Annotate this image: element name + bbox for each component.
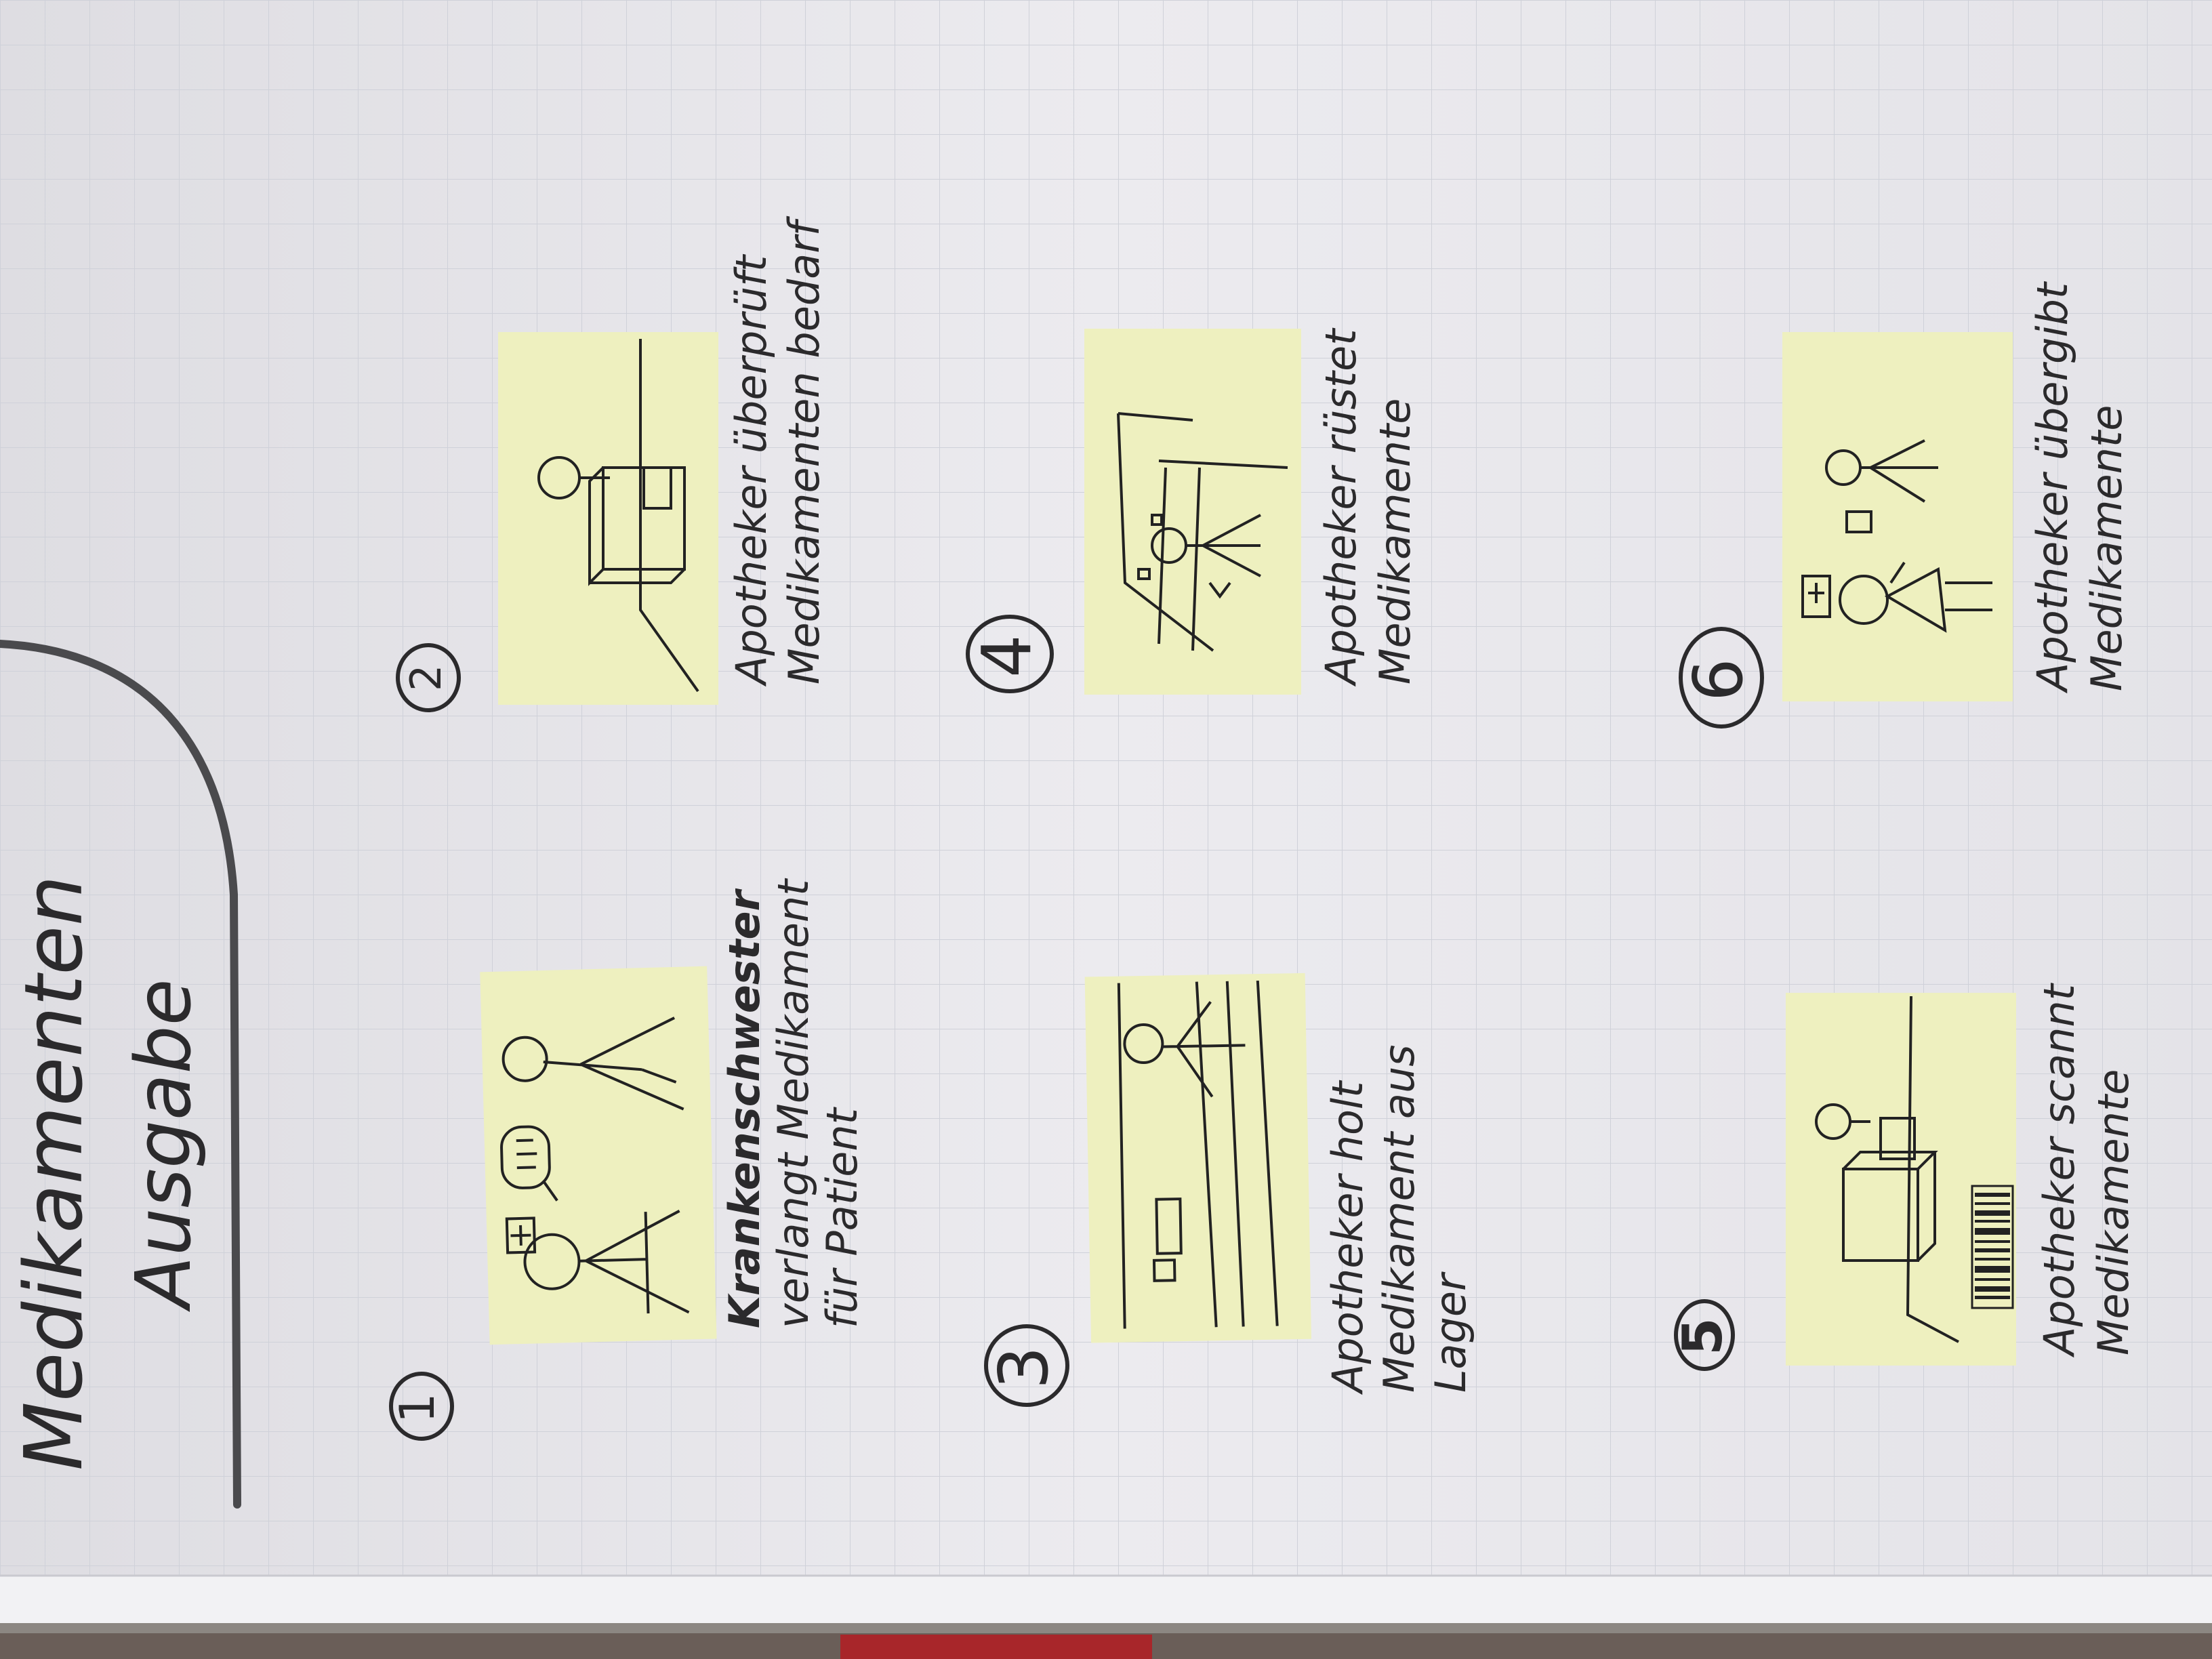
- sticky-note-2: [498, 332, 718, 705]
- step-6: 6 Apotheker übergibt Medikamente: [1679, 281, 2131, 729]
- step-3: 3 Apotheker holt Medikament aus Lager: [984, 972, 1475, 1407]
- sketch-1: [500, 1017, 690, 1314]
- title-underline-curve: [0, 640, 241, 1509]
- sticky-note-6: [1782, 332, 2013, 701]
- sticky-note-3: [1084, 972, 1312, 1343]
- step-3-circle: [984, 1324, 1069, 1407]
- red-object: [840, 1635, 1152, 1659]
- step-4-caption: Apotheker rüstet Medikamente: [1316, 327, 1420, 687]
- title-line-2: Ausgabe: [120, 979, 208, 1312]
- step-3-caption: Apotheker holt Medikament aus Lager: [1323, 1044, 1475, 1395]
- step-5-circle: [1674, 1299, 1735, 1371]
- step-1-caption-line-3: für Patient: [817, 1106, 867, 1328]
- step-3-number: 3: [984, 1346, 1063, 1389]
- step-1-caption-line-1: Krankenschwester: [720, 888, 769, 1328]
- step-6-caption-line-1: Apotheker übergibt: [2028, 281, 2077, 694]
- step-1-caption-line-2: verlangt Medikament: [769, 878, 818, 1328]
- step-2-number: 2: [401, 665, 451, 691]
- step-4: 4 Apotheker rüstet Medikamente: [966, 327, 1420, 695]
- step-4-caption-line-1: Apotheker rüstet: [1316, 327, 1366, 687]
- sticky-note-5: [1786, 993, 2016, 1366]
- step-5: 5 Apotheker scannt Medikamente: [1671, 982, 2138, 1371]
- sketch-3: [1117, 980, 1279, 1329]
- step-2-circle: [396, 643, 461, 712]
- step-6-circle: [1679, 627, 1764, 729]
- sketch-2: [537, 339, 699, 693]
- step-1-number: 1: [390, 1393, 445, 1423]
- step-6-caption-line-2: Medikamente: [2082, 405, 2131, 691]
- step-6-number: 6: [1679, 658, 1758, 701]
- step-4-caption-line-2: Medikamente: [1370, 398, 1420, 684]
- title-line-1: Medikamenten: [7, 875, 100, 1471]
- step-3-caption-line-2: Medikament aus: [1374, 1044, 1424, 1393]
- sticky-note-1: [480, 966, 717, 1345]
- paper-bottom-edge: [0, 1576, 2212, 1623]
- sketch-5: [1815, 996, 1959, 1343]
- step-1-circle: [389, 1372, 454, 1441]
- title-group: Medikamenten Ausgabe: [7, 875, 208, 1471]
- sketch-6: [1801, 439, 1992, 633]
- step-4-circle: [966, 615, 1054, 693]
- step-2: 2 Apotheker überprüft Medikamenten bedar…: [396, 216, 829, 712]
- step-2-caption-line-2: Medikamenten bedarf: [779, 216, 829, 684]
- step-4-number: 4: [967, 634, 1046, 678]
- step-5-caption-line-1: Apotheker scannt: [2034, 982, 2084, 1358]
- sketch-4: [1117, 412, 1288, 652]
- step-2-caption: Apotheker überprüft Medikamenten bedarf: [726, 216, 829, 687]
- step-5-number: 5: [1671, 1317, 1734, 1355]
- step-3-caption-line-1: Apotheker holt: [1323, 1080, 1372, 1395]
- step-5-caption-line-2: Medikamente: [2089, 1069, 2138, 1355]
- step-1-caption: Krankenschwester verlangt Medikament für…: [720, 878, 867, 1328]
- step-6-caption: Apotheker übergibt Medikamente: [2028, 281, 2131, 694]
- step-5-caption: Apotheker scannt Medikamente: [2034, 982, 2138, 1358]
- step-2-caption-line-1: Apotheker überprüft: [726, 253, 776, 687]
- step-1: 1 Krankenschwester verlangt Medikament f…: [389, 878, 867, 1441]
- barcode: [1971, 1185, 2014, 1309]
- step-3-caption-line-3: Lager: [1426, 1271, 1475, 1393]
